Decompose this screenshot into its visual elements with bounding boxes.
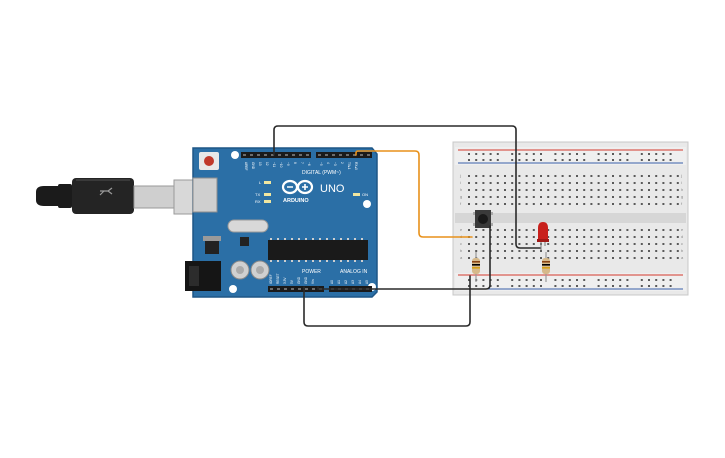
row-letter: i — [460, 180, 461, 185]
row-letter: j — [459, 173, 461, 178]
capacitor-1 — [230, 260, 250, 280]
analog-label: ANALOG IN — [340, 269, 368, 275]
row-letter: f — [460, 201, 462, 206]
digital-pin-label: 4 — [326, 162, 330, 164]
power-pin-label: GND — [304, 276, 308, 284]
digital-label: DIGITAL (PWM~) — [302, 170, 341, 176]
reset-button[interactable] — [199, 152, 219, 170]
row-letter: j — [680, 173, 682, 178]
power-pin-label: GND — [297, 276, 301, 284]
row-letter: h — [460, 187, 462, 192]
digital-pin-label: ~5 — [319, 162, 323, 166]
row-letter: g — [681, 194, 683, 199]
digital-pin-label: 7 — [300, 162, 304, 164]
row-letter: c — [460, 241, 462, 246]
digital-pin-label: 8 — [293, 162, 297, 164]
analog-pin-label: A2 — [344, 280, 348, 284]
led-icon[interactable] — [537, 222, 549, 250]
power-pin-label: RESET — [276, 273, 280, 284]
power-pin-label: 3.3V — [283, 277, 287, 284]
digital-pin-label: ~9 — [286, 162, 290, 166]
arduino-logo-icon — [281, 179, 314, 195]
digital-header-left[interactable] — [241, 152, 311, 158]
digital-pin-label: GND — [251, 162, 255, 170]
analog-pin-label: A4 — [358, 280, 362, 284]
row-letter: f — [681, 201, 683, 206]
resistor-led-icon[interactable] — [542, 252, 550, 282]
digital-pin-label: ~3 — [333, 162, 337, 166]
digital-pin-label: RX◂0 — [354, 162, 358, 170]
power-header[interactable] — [268, 286, 324, 292]
digital-pin-label: AREF — [244, 162, 248, 171]
digital-pin-label: 13 — [258, 162, 262, 166]
on-label: ON — [362, 192, 368, 197]
atmega-chip — [268, 238, 368, 262]
row-letter: d — [681, 234, 683, 239]
digital-pin-label: 2 — [340, 162, 344, 164]
capacitor-2 — [250, 260, 270, 280]
pushbutton-icon[interactable] — [473, 210, 493, 228]
row-letter: b — [681, 248, 684, 253]
row-letter: h — [681, 187, 683, 192]
power-jack — [185, 261, 221, 291]
row-letter: i — [681, 180, 682, 185]
row-letter: c — [681, 241, 683, 246]
power-pin-label: IOREF — [269, 274, 273, 284]
analog-pin-label: A0 — [330, 280, 334, 284]
digital-pin-label: ~10 — [279, 162, 283, 168]
digital-pin-label: 12 — [265, 162, 269, 166]
analog-pin-label: A1 — [337, 280, 341, 284]
power-label: POWER — [302, 269, 321, 275]
digital-header-right[interactable] — [316, 152, 372, 158]
digital-pin-label: TX▸1 — [347, 162, 351, 170]
digital-pin-label: ~6 — [307, 162, 311, 166]
analog-pin-label: A5 — [365, 280, 369, 284]
row-letter: e — [460, 227, 463, 232]
usb-cable-icon[interactable] — [36, 178, 217, 215]
row-letter: g — [460, 194, 462, 199]
power-pin-label: 5V — [290, 279, 294, 284]
arduino-uno-board[interactable]: L TX RX ON UNO ARDUINO DIGITAL (PWM~) PO… — [185, 147, 378, 298]
logo-text: ARDUINO — [283, 198, 309, 204]
analog-pin-label: A3 — [351, 280, 355, 284]
wire-5v-black[interactable] — [317, 225, 491, 290]
row-letter: e — [681, 227, 684, 232]
wire-top-black[interactable] — [273, 125, 541, 249]
power-pin-label: Vin — [311, 279, 315, 284]
row-letter: a — [460, 255, 463, 260]
tx-label: TX — [255, 192, 260, 197]
row-letter: a — [681, 255, 684, 260]
wire-gnd-black[interactable] — [303, 275, 471, 327]
resistor-icon[interactable] — [472, 252, 480, 282]
brand-label: UNO — [320, 183, 345, 195]
l-label: L — [259, 180, 262, 185]
row-letter: b — [460, 248, 463, 253]
rx-label: RX — [255, 199, 261, 204]
wire-orange[interactable] — [355, 150, 473, 238]
digital-pin-label: ~11 — [272, 162, 276, 167]
